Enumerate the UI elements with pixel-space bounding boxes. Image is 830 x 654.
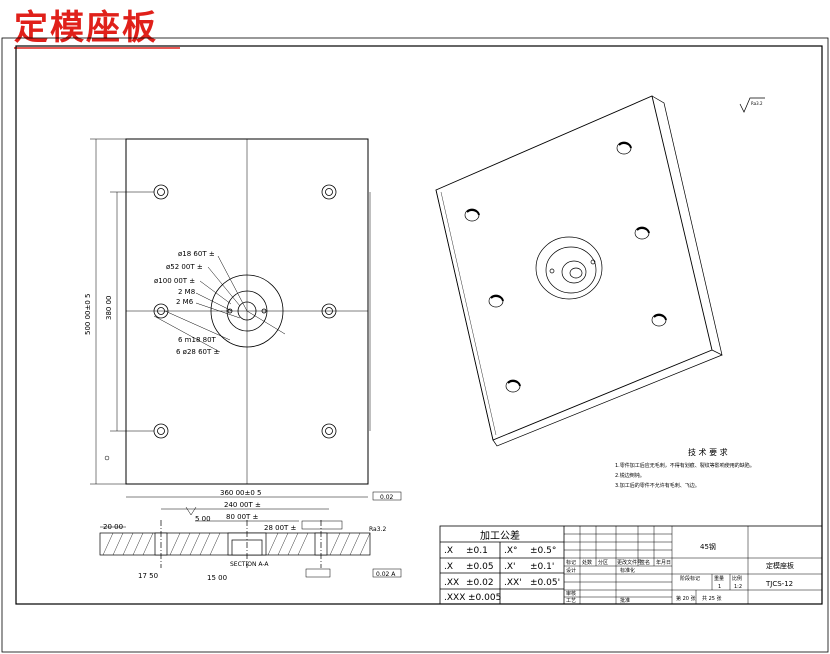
hole-mr: [321, 303, 337, 319]
svg-text:±0.005: ±0.005: [468, 593, 501, 603]
svg-text:.X°: .X°: [504, 546, 518, 556]
hole-ml: [153, 303, 169, 319]
tb-qty: 1: [718, 584, 721, 590]
svg-text:.XX: .XX: [444, 578, 459, 588]
svg-text:批准: 批准: [620, 597, 630, 604]
mounting-holes: [153, 184, 337, 439]
dim-inner: 80 00T ±: [226, 513, 259, 521]
tech-req-2: 2.锐边倒钝。: [615, 472, 645, 479]
tech-req-1: 1.零件加工后应无毛刺，不得有划痕、裂纹等影响使用的缺陷。: [615, 462, 755, 469]
svg-text:±0.1: ±0.1: [466, 546, 488, 556]
svg-text:.X': .X': [504, 562, 516, 572]
roughness-value: Ra3.2: [369, 526, 386, 533]
svg-text:处数: 处数: [582, 559, 592, 566]
svg-text:标记: 标记: [566, 559, 576, 566]
dim-hole-pitch: 380 00: [105, 296, 113, 321]
svg-text:分区: 分区: [598, 559, 608, 566]
tb-total: 共 25 张: [702, 595, 722, 602]
svg-text:.X: .X: [444, 562, 453, 572]
tech-req-3: 3.加工后的零件不允许有毛刺、飞边。: [615, 482, 700, 489]
callout-3: ø100 00T ±: [154, 277, 195, 285]
center-bore: [210, 274, 284, 348]
title-block-grid: [439, 525, 823, 605]
tb-drawing-no: TJCS-12: [765, 580, 793, 588]
iso-center-ring: [535, 236, 603, 300]
svg-text:设计: 设计: [566, 567, 576, 574]
svg-text:±0.1': ±0.1': [530, 562, 554, 572]
svg-text:更改文件号: 更改文件号: [617, 559, 642, 566]
tb-scale: 1:2: [734, 584, 742, 590]
flatness-value: 0.02: [380, 494, 394, 501]
svg-text:工艺: 工艺: [566, 598, 576, 604]
svg-text:±0.5°: ±0.5°: [530, 546, 556, 556]
isometric-view: [435, 95, 723, 447]
svg-text:.XX': .XX': [504, 578, 522, 588]
drawing-title: 定模座板: [14, 8, 158, 48]
callout-2: ø52 00T ±: [166, 263, 203, 271]
section-view: [99, 491, 402, 578]
roughness-symbol-label: Ra3.2: [751, 101, 763, 106]
callout-1: ø18 60T ±: [178, 250, 215, 258]
svg-text:±0.02: ±0.02: [466, 578, 494, 588]
tb-part-name: 定模座板: [766, 561, 794, 570]
tb-sheet: 第 20 张: [676, 595, 696, 602]
dim-width-pitch: 240 00T ±: [224, 501, 261, 509]
callout-4: 2 M8: [178, 288, 195, 296]
svg-text:.XXX: .XXX: [444, 593, 465, 603]
svg-text:审核: 审核: [566, 590, 576, 597]
hole-br: [321, 423, 337, 439]
parallel-ref: 0.02 A: [376, 571, 396, 578]
hole-bl: [153, 423, 169, 439]
tb-material: 45钢: [700, 542, 716, 551]
sheet-border-outer: [1, 37, 829, 653]
callout-5: 2 M6: [176, 298, 194, 306]
section-label: SECTION A-A: [230, 561, 269, 568]
front-view: [90, 138, 371, 485]
callout-7: 6 ø28 60T ±: [176, 348, 220, 356]
svg-text:重量: 重量: [714, 575, 724, 582]
svg-text:±0.05': ±0.05': [530, 578, 560, 588]
svg-text:.X: .X: [444, 546, 453, 556]
dim-mid-off: 15 00: [207, 574, 227, 582]
dim-width-overall: 360 00±0 5: [220, 489, 262, 497]
hole-tl: [153, 184, 169, 200]
svg-text:标准化: 标准化: [620, 567, 635, 574]
svg-text:签名: 签名: [640, 559, 650, 566]
svg-text:±0.05: ±0.05: [466, 562, 494, 572]
callout-6: 6 m18 80T: [178, 336, 217, 344]
dim-thickness: 20 00: [103, 523, 123, 531]
dim-step: 5 00: [195, 515, 211, 523]
hole-tr: [321, 184, 337, 200]
dim-left-off: 17 50: [138, 572, 158, 580]
roughness-symbol: [739, 97, 765, 113]
iso-holes: [464, 141, 667, 393]
tech-req-heading: 技 术 要 求: [688, 447, 728, 457]
sheet-border-inner: [15, 45, 823, 605]
tolerance-heading: 加工公差: [480, 529, 520, 542]
dim-depth-a: 28 00T ±: [264, 524, 297, 532]
svg-text:比例: 比例: [732, 575, 742, 582]
svg-text:阶段标记: 阶段标记: [680, 575, 700, 582]
svg-text:年月日: 年月日: [656, 559, 671, 566]
dim-height-overall: 500 00±0 5: [84, 294, 92, 336]
